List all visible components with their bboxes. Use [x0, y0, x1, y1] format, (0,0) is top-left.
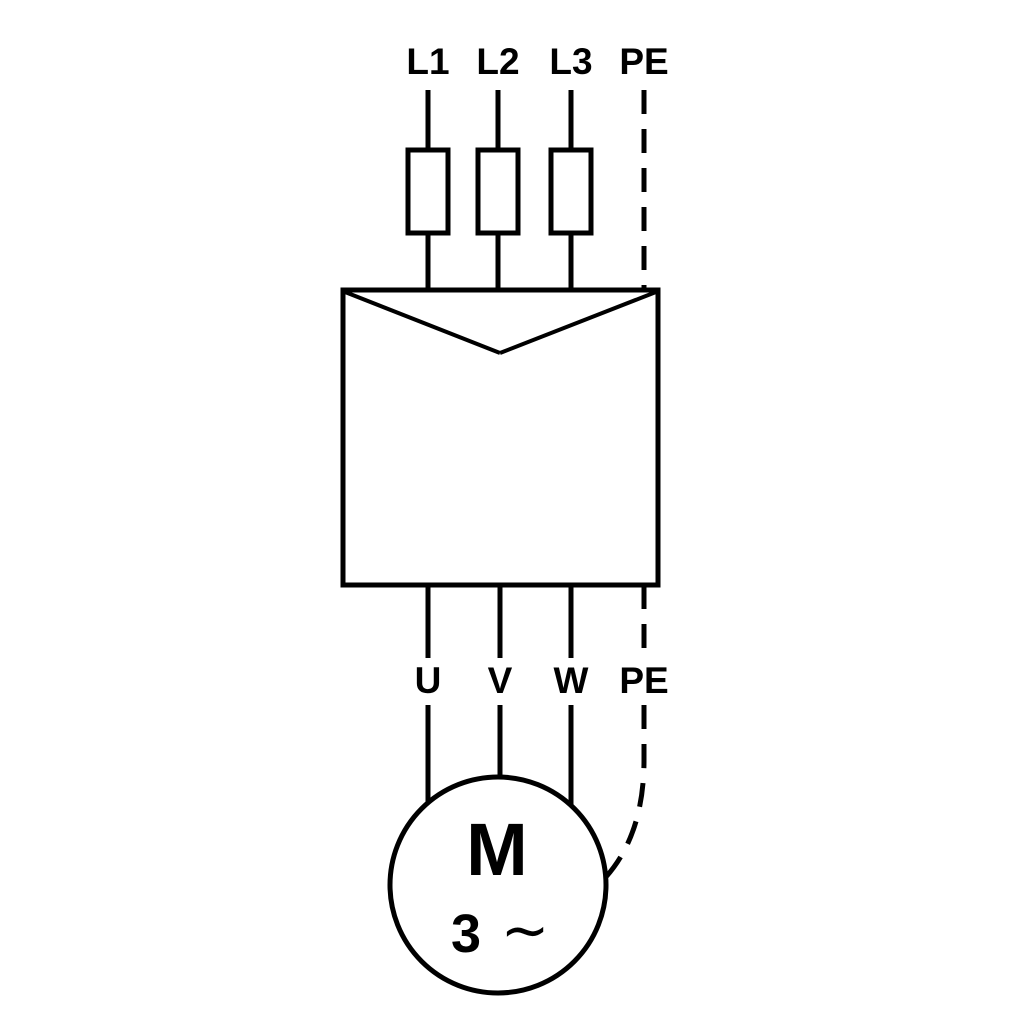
- terminal-label-PE-top: PE: [619, 41, 668, 82]
- motor-ac-symbol: ∼: [501, 898, 550, 963]
- terminal-label-W: W: [554, 660, 589, 701]
- terminal-label-L1: L1: [406, 41, 449, 82]
- fuse-L3: [548, 147, 594, 236]
- fuse-L1: [405, 147, 451, 236]
- fuse-L2: [475, 147, 521, 236]
- converter-notch-right: [499, 290, 657, 355]
- converter-box: [340, 287, 661, 588]
- terminal-label-V: V: [488, 660, 513, 701]
- terminal-label-PE-bottom: PE: [619, 660, 668, 701]
- terminal-label-U: U: [415, 660, 442, 701]
- wire-PE-lower-dashed: [603, 705, 647, 880]
- motor-phase-number: 3: [451, 904, 481, 964]
- motor-circle: [387, 774, 609, 996]
- terminal-label-L3: L3: [549, 41, 592, 82]
- converter-notch-left: [344, 290, 501, 355]
- motor-symbol-M: M: [466, 808, 528, 891]
- terminal-label-L2: L2: [476, 41, 519, 82]
